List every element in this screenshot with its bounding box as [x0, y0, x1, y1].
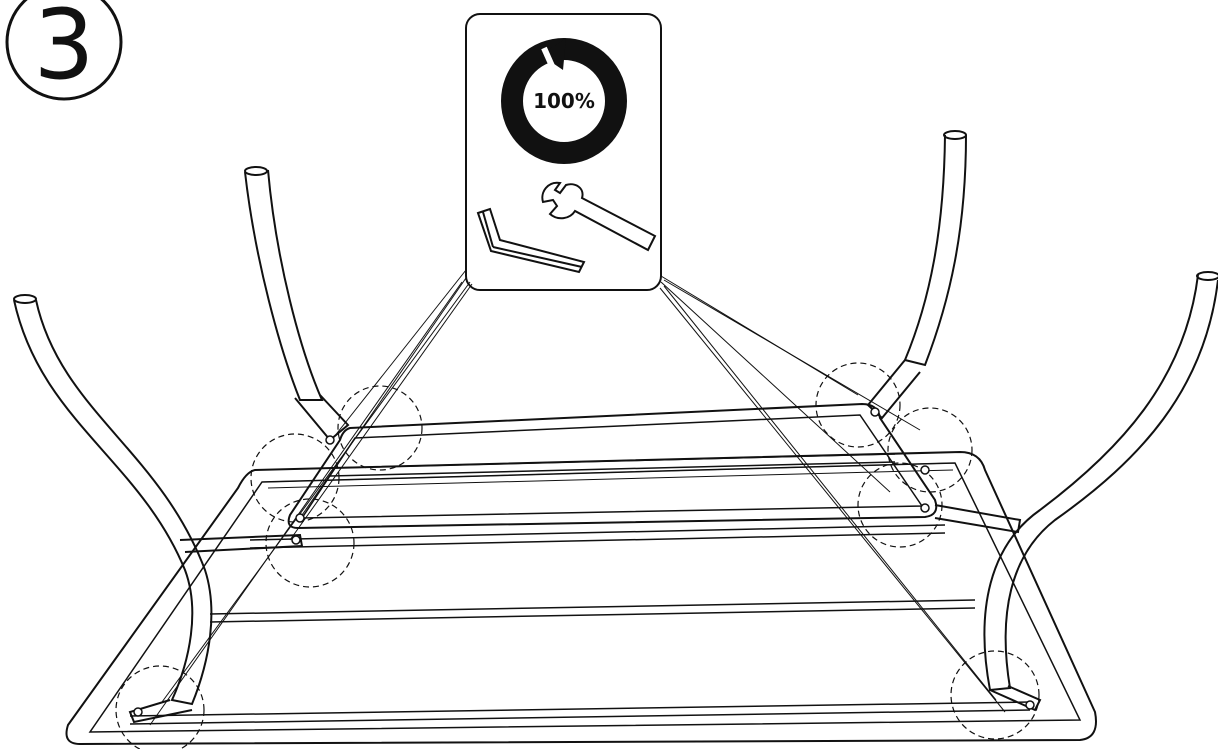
legs	[13, 130, 1218, 724]
leg-back-left	[244, 166, 350, 442]
step-circle	[5, 0, 123, 101]
step-badge: 3	[5, 0, 123, 101]
callout-6	[887, 407, 973, 493]
leg-back-right	[866, 130, 967, 420]
leader-lines	[149, 269, 1006, 726]
leg-front-right	[934, 271, 1218, 712]
table-top	[65, 450, 1097, 746]
frame-slats	[129, 453, 1031, 725]
tightening-percent: 100%	[533, 89, 595, 113]
fastener-callouts	[115, 362, 1040, 749]
callout-5	[815, 362, 901, 448]
callout-7	[857, 462, 943, 548]
wrench-icon	[541, 181, 657, 252]
leg-front-left	[13, 294, 304, 724]
callout-2	[250, 433, 340, 523]
callout-8	[950, 650, 1040, 740]
callout-3	[265, 498, 355, 588]
step-number: 3	[33, 0, 94, 101]
rotation-arrow-icon	[501, 38, 627, 164]
tool-panel: 100%	[465, 13, 662, 291]
callout-1	[337, 385, 423, 471]
bolt-heads	[133, 407, 1035, 717]
callout-4	[115, 665, 205, 749]
hex-key-icon	[476, 207, 586, 274]
